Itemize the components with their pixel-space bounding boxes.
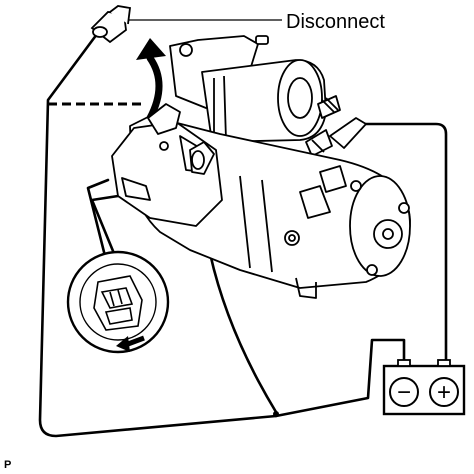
positive-test-clip [329,117,367,149]
release-arrow-icon [116,335,145,352]
battery-positive-symbol: + [437,379,451,406]
battery-positive-terminal [429,377,459,407]
detail-magnifier [66,250,170,354]
connector-plug-disconnected [90,5,132,44]
starter-connector-upper [147,103,181,135]
wire-junction [273,411,279,417]
battery-negative-lead [274,338,406,418]
ground-lead-left [38,28,278,438]
battery-negative-terminal [389,377,419,407]
detail-lead-2 [86,178,110,270]
figure-code-letter: P [4,459,11,471]
solenoid-terminals [305,95,341,157]
battery-negative-symbol: − [397,379,411,406]
disconnect-label: Disconnect [286,11,385,33]
starter-motor [111,35,411,299]
curved-arrow-icon [136,38,166,122]
battery: − + [382,359,466,416]
battery-positive-lead [358,122,448,368]
